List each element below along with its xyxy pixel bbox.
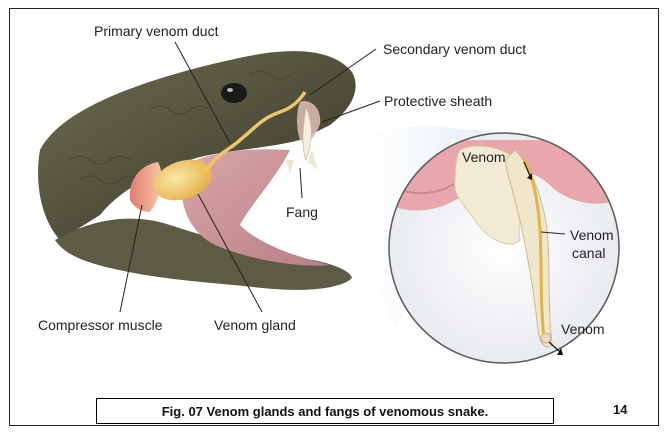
label-protective-sheath: Protective sheath	[384, 93, 492, 109]
label-primary-venom-duct: Primary venom duct	[94, 23, 219, 39]
label-venom-gland: Venom gland	[214, 317, 296, 333]
label-inset-venom-bottom: Venom	[561, 321, 605, 337]
label-inset-venom-top: Venom	[462, 149, 506, 165]
figure-caption: Fig. 07 Venom glands and fangs of venomo…	[96, 398, 554, 424]
label-venom-canal-line1: Venom	[570, 227, 614, 243]
snake-head	[38, 51, 356, 290]
label-compressor-muscle: Compressor muscle	[38, 317, 163, 333]
venom-droplet	[541, 333, 551, 343]
eye-icon	[221, 83, 247, 103]
label-secondary-venom-duct: Secondary venom duct	[383, 41, 526, 57]
page-number: 14	[613, 402, 627, 417]
label-venom-canal-line2: canal	[572, 245, 605, 261]
leader-fang	[300, 168, 302, 198]
label-fang: Fang	[286, 204, 318, 220]
